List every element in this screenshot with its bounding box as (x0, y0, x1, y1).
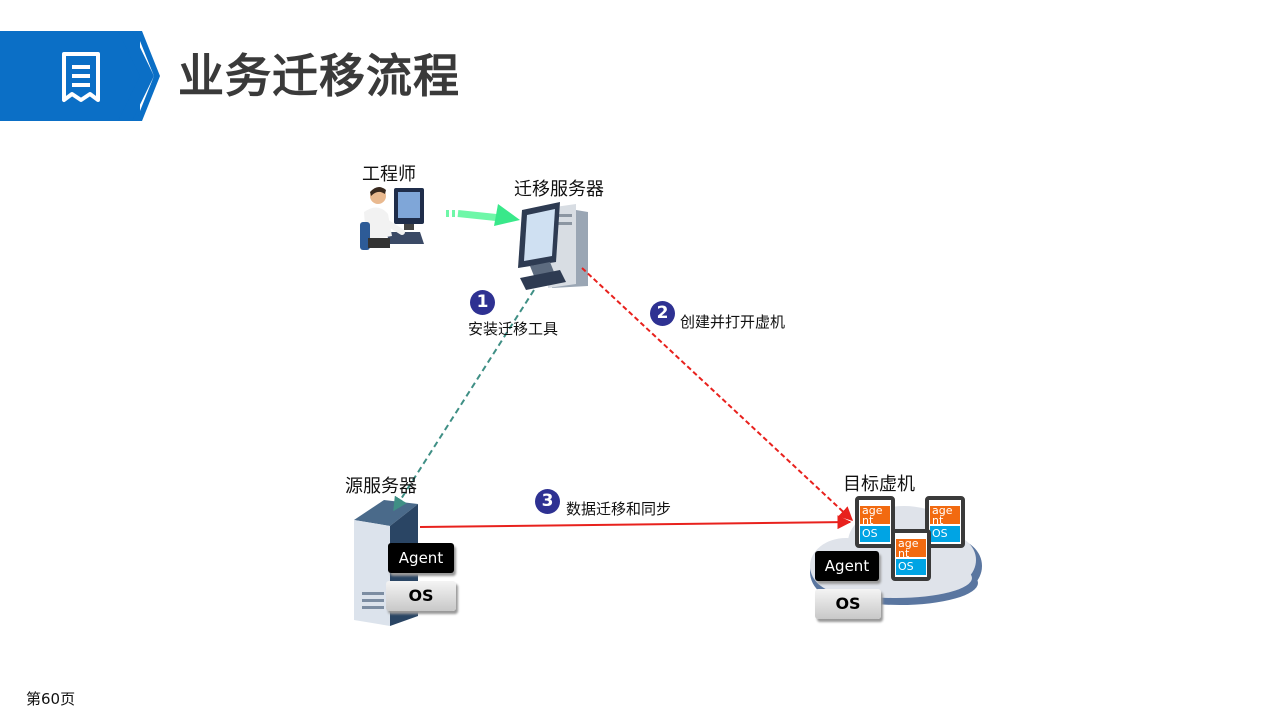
target-vm-label: 目标虚机 (843, 474, 915, 495)
step3-line (419, 515, 852, 530)
migration-server-label: 迁移服务器 (514, 179, 604, 200)
step1-badge: 1 (470, 290, 495, 315)
header-band (0, 31, 140, 121)
step3-text: 数据迁移和同步 (566, 500, 672, 518)
engineer-label: 工程师 (362, 164, 416, 185)
page-number: 第60页 (26, 690, 76, 708)
target-os-box: OS (815, 589, 881, 619)
source-agent-box: Agent (388, 543, 454, 573)
vm-os-label: OS (860, 526, 890, 542)
step3-badge: 3 (535, 489, 560, 514)
source-os-box: OS (386, 581, 456, 611)
step2-line (581, 267, 854, 521)
source-server-label: 源服务器 (345, 476, 417, 497)
engineer-to-server-arrow (446, 204, 520, 226)
step1-text: 安装迁移工具 (468, 320, 559, 338)
vm-agent-label: age nt (860, 506, 890, 524)
vm-os-label: OS (896, 559, 926, 575)
step2-badge: 2 (650, 301, 675, 326)
vm-agent-label: age nt (930, 506, 960, 524)
engineer-icon (360, 186, 424, 250)
vm-os-label: OS (930, 526, 960, 542)
vm-card: age nt OS (925, 496, 965, 548)
vm-agent-label: age nt (896, 539, 926, 557)
page-title: 业务迁移流程 (178, 49, 460, 103)
step1-line (393, 289, 535, 512)
vm-card: age nt OS (855, 496, 895, 548)
document-icon (62, 52, 100, 102)
migration-server-icon (518, 202, 588, 290)
target-agent-box: Agent (815, 551, 879, 581)
step2-text: 创建并打开虚机 (680, 313, 786, 331)
header-chevron (118, 31, 160, 121)
vm-card: age nt OS (891, 529, 931, 581)
